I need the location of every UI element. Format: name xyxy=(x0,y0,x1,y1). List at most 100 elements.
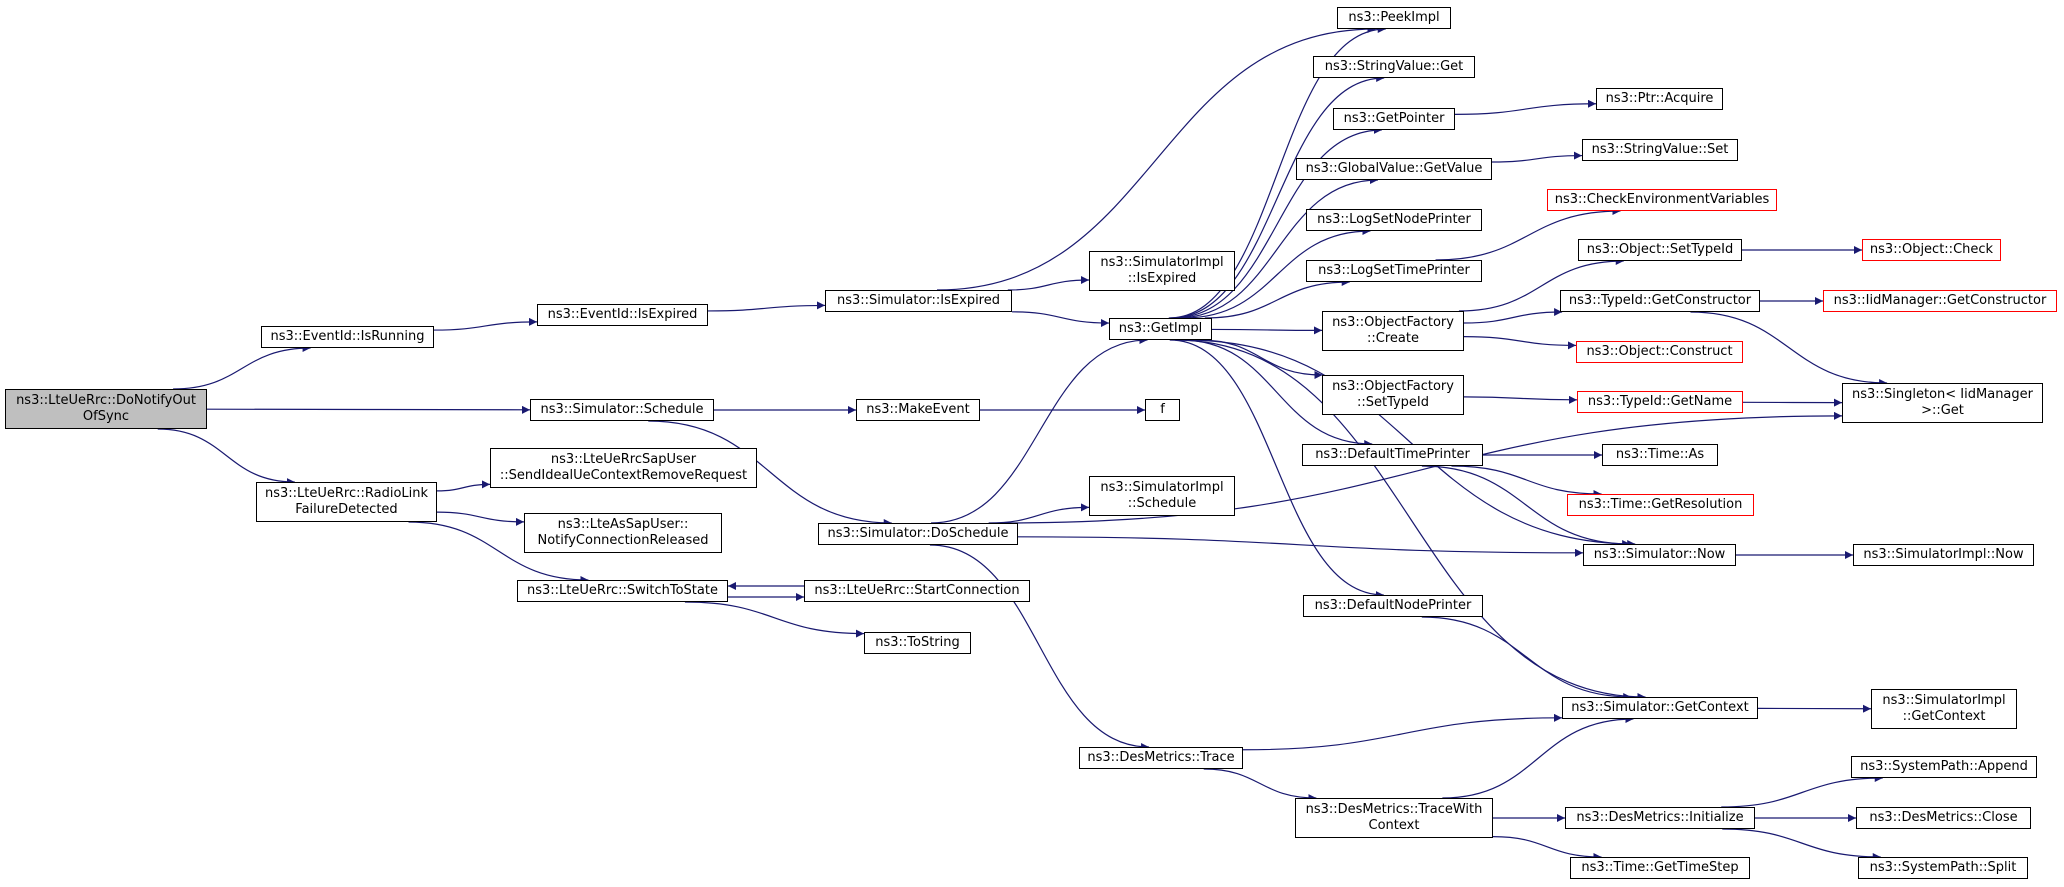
call-edge-sim_doschedule-to-sim_now xyxy=(1017,536,1584,557)
node-simulatorimpl-getcontext[interactable]: ns3::SimulatorImpl ::GetContext xyxy=(1871,689,2017,729)
node-simulator-getcontext[interactable]: ns3::Simulator::GetContext xyxy=(1562,697,1758,719)
call-edge-desmetrics_tracewithcontext-to-time_gettimestep xyxy=(1492,836,1602,861)
node-label: ns3::Simulator::IsExpired xyxy=(836,293,1000,308)
node-object-construct[interactable]: ns3::Object::Construct xyxy=(1576,341,1743,363)
node-simulator-schedule[interactable]: ns3::Simulator::Schedule xyxy=(530,399,714,421)
call-edge-sim_doschedule-to-singleton_get xyxy=(1004,411,1843,524)
node-simulatorimpl-schedule[interactable]: ns3::SimulatorImpl ::Schedule xyxy=(1089,476,1235,516)
node-getimpl[interactable]: ns3::GetImpl xyxy=(1109,318,1212,340)
call-edge-radiolink-to-sapuser_send xyxy=(436,480,491,492)
call-edge-sim_isexpired-to-simimpl_isexpired xyxy=(1007,275,1090,291)
node-label: ns3::MakeEvent xyxy=(866,402,970,417)
node-lteuerrc-switchtostate[interactable]: ns3::LteUeRrc::SwitchToState xyxy=(517,580,728,602)
node-label: ns3::EventId::IsExpired xyxy=(547,307,698,322)
node-time-gettimestep[interactable]: ns3::Time::GetTimeStep xyxy=(1570,857,1750,879)
node-desmetrics-initialize[interactable]: ns3::DesMetrics::Initialize xyxy=(1565,807,1755,829)
call-edge-eventid_isexpired-to-sim_isexpired xyxy=(707,301,826,312)
node-getpointer[interactable]: ns3::GetPointer xyxy=(1333,108,1455,130)
call-edge-globalvalue_getvalue-to-stringvalue_set xyxy=(1491,151,1583,163)
call-edge-radiolink-to-assapuser_notify xyxy=(436,511,525,526)
node-lteuerrc-startconnection[interactable]: ns3::LteUeRrc::StartConnection xyxy=(804,580,1030,602)
node-label: ns3::Simulator::GetContext xyxy=(1571,700,1749,715)
node-desmetrics-trace[interactable]: ns3::DesMetrics::Trace xyxy=(1079,747,1243,769)
node-object-settypeid[interactable]: ns3::Object::SetTypeId xyxy=(1578,239,1742,261)
call-edge-getimpl-to-objectfactory_create xyxy=(1211,326,1323,335)
node-label: ns3::Time::GetTimeStep xyxy=(1581,860,1739,875)
call-edge-sim_doschedule-to-getimpl xyxy=(931,336,1148,524)
node-checkenvironmentvariables[interactable]: ns3::CheckEnvironmentVariables xyxy=(1547,189,1777,211)
node-label: ns3::Object::SetTypeId xyxy=(1586,242,1734,257)
node-time-as[interactable]: ns3::Time::As xyxy=(1602,444,1718,466)
call-edge-defaultnodeprinter-to-sim_getcontext xyxy=(1421,616,1632,701)
node-f[interactable]: f xyxy=(1145,399,1180,421)
node-ptr-acquire[interactable]: ns3::Ptr::Acquire xyxy=(1596,88,1723,110)
call-edge-logsettimeprinter-to-checkenv xyxy=(1435,207,1621,261)
call-edge-getimpl-to-globalvalue_getvalue xyxy=(1176,176,1378,319)
call-edge-desmetrics_tracewithcontext-to-sim_getcontext xyxy=(1442,715,1634,799)
node-label: ns3::TypeId::GetConstructor xyxy=(1568,293,1752,308)
node-label: ns3::GetImpl xyxy=(1118,321,1203,336)
node-simulator-doschedule[interactable]: ns3::Simulator::DoSchedule xyxy=(818,523,1018,545)
node-peekimpl[interactable]: ns3::PeekImpl xyxy=(1337,7,1451,29)
node-logsettimeprinter[interactable]: ns3::LogSetTimePrinter xyxy=(1306,260,1482,282)
node-stringvalue-get[interactable]: ns3::StringValue::Get xyxy=(1313,56,1475,78)
node-label: ns3::DesMetrics::Trace xyxy=(1087,750,1235,765)
node-lteuerrc-donotifyoutofsync[interactable]: ns3::LteUeRrc::DoNotifyOut OfSync xyxy=(5,389,207,429)
node-label: ns3::StringValue::Get xyxy=(1324,59,1464,74)
node-makeevent[interactable]: ns3::MakeEvent xyxy=(856,399,980,421)
node-lteassapuser-notifyconnectionreleased[interactable]: ns3::LteAsSapUser:: NotifyConnectionRele… xyxy=(524,513,722,553)
node-desmetrics-close[interactable]: ns3::DesMetrics::Close xyxy=(1856,807,2031,829)
node-desmetrics-tracewithcontext[interactable]: ns3::DesMetrics::TraceWith Context xyxy=(1295,798,1493,838)
node-typeid-getname[interactable]: ns3::TypeId::GetName xyxy=(1577,391,1743,413)
node-systempath-append[interactable]: ns3::SystemPath::Append xyxy=(1851,756,2037,778)
call-edge-radiolink-to-switchtostate xyxy=(408,521,589,584)
call-edge-getimpl-to-objectfactory_settypeid xyxy=(1199,339,1323,379)
node-globalvalue-getvalue[interactable]: ns3::GlobalValue::GetValue xyxy=(1296,158,1492,180)
node-objectfactory-create[interactable]: ns3::ObjectFactory ::Create xyxy=(1322,311,1464,351)
call-edge-getimpl-to-defaultnodeprinter xyxy=(1169,339,1384,599)
node-label: ns3::Time::GetResolution xyxy=(1578,497,1743,512)
node-time-getresolution[interactable]: ns3::Time::GetResolution xyxy=(1567,494,1754,516)
node-label: ns3::LteUeRrc::RadioLink FailureDetected xyxy=(264,486,429,517)
node-label: ns3::LteUeRrcSapUser ::SendIdealUeContex… xyxy=(499,452,748,483)
node-simulatorimpl-now[interactable]: ns3::SimulatorImpl::Now xyxy=(1853,544,2034,566)
node-lteuerrc-radiolinkfailuredetected[interactable]: ns3::LteUeRrc::RadioLink FailureDetected xyxy=(256,482,437,522)
call-edge-getimpl-to-sim_now xyxy=(1184,339,1636,548)
node-typeid-getconstructor[interactable]: ns3::TypeId::GetConstructor xyxy=(1560,290,1760,312)
node-object-check[interactable]: ns3::Object::Check xyxy=(1862,239,2001,261)
node-label: ns3::Object::Construct xyxy=(1586,344,1733,359)
call-edge-getimpl-to-sim_getcontext xyxy=(1174,339,1646,701)
node-label: ns3::StringValue::Set xyxy=(1591,142,1729,157)
call-edge-getimpl-to-logsetnodeprinter xyxy=(1184,227,1371,319)
node-simulator-now[interactable]: ns3::Simulator::Now xyxy=(1583,544,1736,566)
node-systempath-split[interactable]: ns3::SystemPath::Split xyxy=(1858,857,2028,879)
node-eventid-isrunning[interactable]: ns3::EventId::IsRunning xyxy=(261,326,434,348)
node-defaulttimeprinter[interactable]: ns3::DefaultTimePrinter xyxy=(1302,444,1483,466)
call-edge-defaulttimeprinter-to-time_getresolution xyxy=(1451,465,1602,498)
node-defaultnodeprinter[interactable]: ns3::DefaultNodePrinter xyxy=(1303,595,1483,617)
node-simulator-isexpired[interactable]: ns3::Simulator::IsExpired xyxy=(825,290,1012,312)
node-label: ns3::CheckEnvironmentVariables xyxy=(1554,192,1770,207)
node-label: ns3::DefaultTimePrinter xyxy=(1315,447,1470,462)
node-label: ns3::SimulatorImpl::Now xyxy=(1863,547,2024,562)
node-stringvalue-set[interactable]: ns3::StringValue::Set xyxy=(1582,139,1738,161)
node-tostring[interactable]: ns3::ToString xyxy=(864,632,971,654)
node-label: ns3::LteUeRrc::SwitchToState xyxy=(527,583,718,598)
node-label: ns3::LteAsSapUser:: NotifyConnectionRele… xyxy=(537,517,709,548)
call-edge-root-to-eventid_isrunning xyxy=(173,344,311,390)
node-singleton-iidmanager-get[interactable]: ns3::Singleton< IidManager >::Get xyxy=(1842,383,2043,423)
node-label: ns3::Simulator::Now xyxy=(1593,547,1726,562)
node-label: ns3::SystemPath::Split xyxy=(1869,860,2017,875)
node-logsetnodeprinter[interactable]: ns3::LogSetNodePrinter xyxy=(1306,209,1482,231)
call-edge-sim_doschedule-to-simimpl_schedule xyxy=(988,503,1090,524)
node-simulatorimpl-isexpired[interactable]: ns3::SimulatorImpl ::IsExpired xyxy=(1089,251,1235,291)
node-eventid-isexpired[interactable]: ns3::EventId::IsExpired xyxy=(537,304,708,326)
call-edge-getimpl-to-peekimpl xyxy=(1168,25,1386,319)
node-iidmanager-getconstructor[interactable]: ns3::IidManager::GetConstructor xyxy=(1823,290,2057,312)
node-lteuerrcsapuser-sendidealuecontextremoverequest[interactable]: ns3::LteUeRrcSapUser ::SendIdealUeContex… xyxy=(490,448,757,488)
node-label: ns3::GlobalValue::GetValue xyxy=(1305,161,1483,176)
node-objectfactory-settypeid[interactable]: ns3::ObjectFactory ::SetTypeId xyxy=(1322,375,1464,415)
node-label: ns3::ObjectFactory ::Create xyxy=(1332,315,1454,346)
